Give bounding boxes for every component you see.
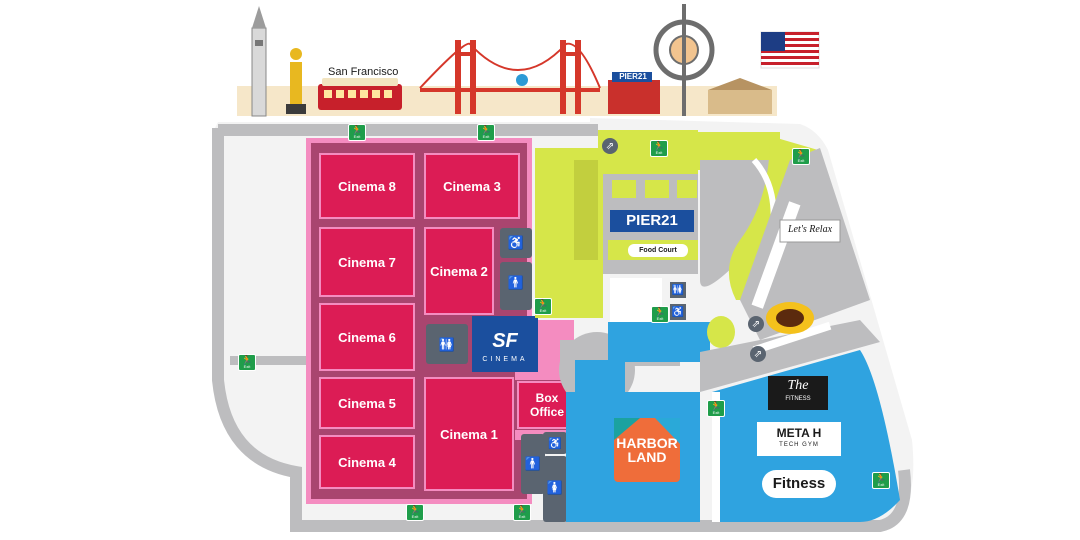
the-fitness-sub: FITNESS <box>785 396 811 402</box>
exit-text: Exit <box>539 308 547 313</box>
toilet-icon: 🚹 <box>524 456 542 471</box>
exit-runner-glyph: 🏃 <box>409 505 421 515</box>
escalator-icon: ⇗ <box>602 138 618 154</box>
exit-text: Exit <box>482 134 490 139</box>
harbor-land-line1: HARBOR <box>616 435 678 451</box>
cinema-4-room[interactable] <box>319 435 415 489</box>
sf-cinema-logo[interactable] <box>472 316 538 372</box>
the-fitness-logo[interactable] <box>768 376 828 410</box>
pier21-logo[interactable]: PIER21 <box>626 212 678 229</box>
fitness-label[interactable]: Fitness <box>772 475 826 492</box>
exit-runner-glyph: 🏃 <box>351 125 363 135</box>
meta-h-text: META H <box>776 426 822 440</box>
flag-icon <box>760 31 820 69</box>
cinema-3-room[interactable] <box>424 153 520 219</box>
cinema-8-room[interactable] <box>319 153 415 219</box>
exit-text: Exit <box>518 514 526 519</box>
exit-runner-glyph: 🏃 <box>480 125 492 135</box>
cinema-2-room[interactable] <box>424 227 494 315</box>
exit-text: Exit <box>656 316 664 321</box>
exit-runner-glyph: 🏃 <box>654 307 666 317</box>
exit-text: Exit <box>411 514 419 519</box>
sf-cinema-sub: CINEMA <box>482 356 528 363</box>
exit-icon: 🏃Exit <box>406 504 424 521</box>
toilet-icon: 🚺 <box>546 480 564 495</box>
exit-runner-glyph: 🏃 <box>653 141 665 151</box>
exit-icon: 🏃Exit <box>792 148 810 165</box>
sf-cinema-logo-text: SF <box>492 330 518 352</box>
city-sign: San Francisco <box>328 66 399 78</box>
exit-runner-glyph: 🏃 <box>710 401 722 411</box>
exit-text: Exit <box>655 150 663 155</box>
exit-runner-glyph: 🏃 <box>516 505 528 515</box>
toilet-icon: 🚻 <box>670 282 686 298</box>
the-fitness-text: The <box>787 378 809 393</box>
exit-text: Exit <box>712 410 720 415</box>
food-court-label[interactable]: Food Court <box>639 247 677 254</box>
fitness-label-pill <box>762 470 836 498</box>
exit-icon: 🏃Exit <box>477 124 495 141</box>
meta-h-sub: TECH GYM <box>779 442 819 448</box>
exit-icon: 🏃Exit <box>348 124 366 141</box>
escalator-icon: ⇗ <box>748 316 764 332</box>
lets-relax-text: Let's Relax <box>787 224 833 235</box>
exit-text: Exit <box>353 134 361 139</box>
exit-runner-glyph: 🏃 <box>537 299 549 309</box>
lets-relax-logo[interactable] <box>779 219 841 243</box>
exit-icon: 🏃Exit <box>872 472 890 489</box>
escalator-icon: ⇗ <box>750 346 766 362</box>
exit-icon: 🏃Exit <box>513 504 531 521</box>
exit-icon: 🏃Exit <box>650 140 668 157</box>
exit-icon: 🏃Exit <box>238 354 256 371</box>
outer-corridor <box>212 128 911 532</box>
cinema-1-room[interactable] <box>424 377 514 491</box>
toilet-icon: 🚹 <box>507 275 525 290</box>
wheelchair-icon: ♿ <box>507 235 525 250</box>
cinema-6-room[interactable] <box>319 303 415 371</box>
toilet-icon: 🚻 <box>438 337 456 352</box>
exit-runner-glyph: 🏃 <box>795 149 807 159</box>
pier21-sign: PIER21 <box>619 72 647 81</box>
exit-text: Exit <box>797 158 805 163</box>
meta-h-logo[interactable] <box>757 422 841 456</box>
wheelchair-icon: ♿ <box>670 304 686 320</box>
harbor-land-line2: LAND <box>627 449 667 465</box>
cinema-7-room[interactable] <box>319 227 415 297</box>
wheelchair-icon: ♿ <box>548 437 562 450</box>
exit-runner-glyph: 🏃 <box>241 355 253 365</box>
exit-icon: 🏃Exit <box>651 306 669 323</box>
cinema-5-room[interactable] <box>319 377 415 429</box>
exit-icon: 🏃Exit <box>707 400 725 417</box>
exit-text: Exit <box>877 482 885 487</box>
exit-icon: 🏃Exit <box>534 298 552 315</box>
skyline-banner <box>237 4 820 117</box>
exit-runner-glyph: 🏃 <box>875 473 887 483</box>
exit-text: Exit <box>243 364 251 369</box>
